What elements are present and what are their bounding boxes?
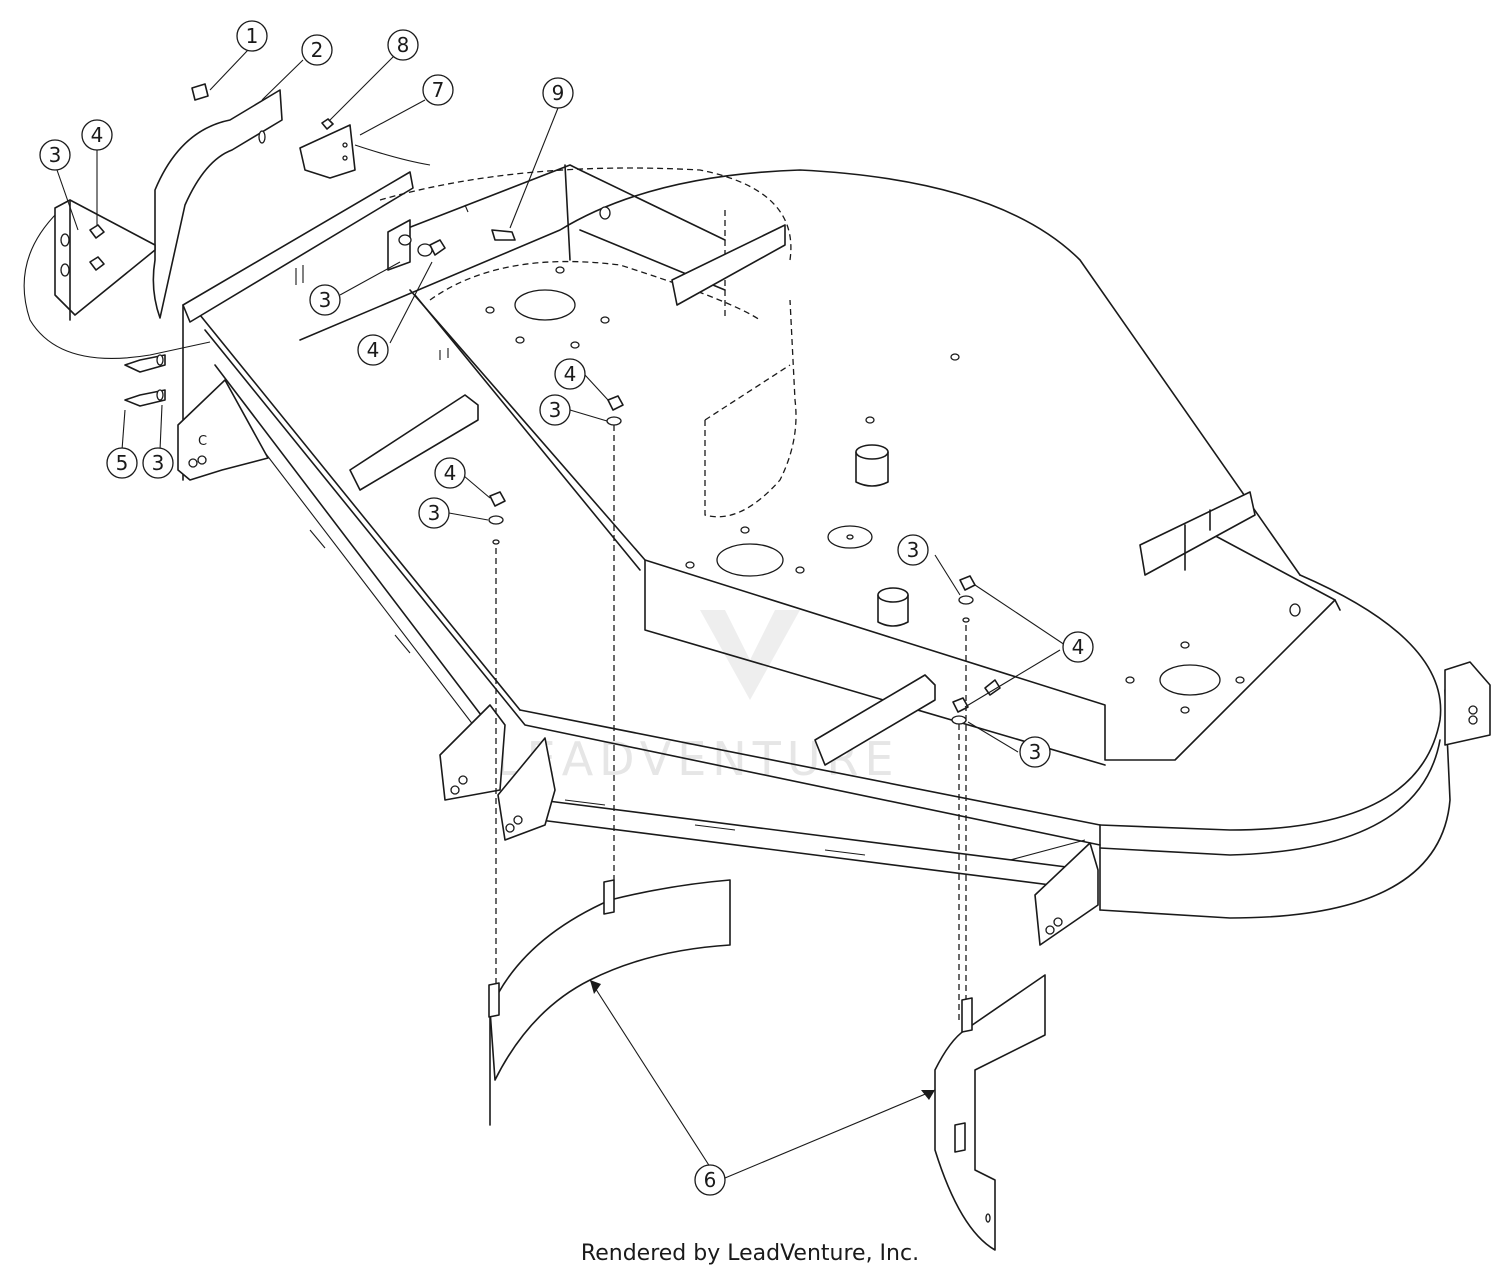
callout-3: 3 [142,447,174,479]
svg-text:4: 4 [444,461,457,485]
svg-text:1: 1 [246,24,259,48]
svg-text:3: 3 [428,501,441,525]
callout-2: 2 [301,34,333,66]
svg-text:4: 4 [564,362,577,386]
callout-4: 4 [554,358,586,390]
wheel-brackets: C [177,379,1491,946]
callout-3: 3 [39,139,71,171]
leader-lines [56,49,1066,1179]
callout-7: 7 [422,74,454,106]
svg-text:C: C [198,434,207,449]
svg-text:3: 3 [907,538,920,562]
svg-text:3: 3 [549,398,562,422]
callout-4: 4 [81,119,113,151]
hardware [488,395,1001,1020]
svg-text:3: 3 [152,451,165,475]
svg-text:3: 3 [319,288,332,312]
svg-text:6: 6 [704,1168,717,1192]
footer-credit: Rendered by LeadVenture, Inc. [580,1241,920,1266]
callout-1: 1 [236,20,268,52]
callout-3: 3 [418,497,450,529]
svg-text:3: 3 [1029,740,1042,764]
callout-8: 8 [387,29,419,61]
svg-text:9: 9 [552,81,565,105]
top-left-detail [23,83,516,407]
callout-4: 4 [434,457,466,489]
svg-text:7: 7 [432,78,445,102]
callout-3: 3 [897,534,929,566]
svg-text:5: 5 [116,451,129,475]
svg-text:3: 3 [49,143,62,167]
callout-3: 3 [539,394,571,426]
callout-9: 9 [542,77,574,109]
watermark: LEADVENTURE [495,610,894,786]
svg-text:4: 4 [1072,635,1085,659]
mower-deck [182,164,1451,919]
svg-text:2: 2 [311,38,324,62]
svg-text:4: 4 [367,338,380,362]
callout-6: 6 [694,1164,726,1196]
callout-4: 4 [1062,631,1094,663]
svg-text:8: 8 [397,33,410,57]
baffle-shields [488,879,1046,1251]
callout-3: 3 [309,284,341,316]
callout-5: 5 [106,447,138,479]
callout-4: 4 [357,334,389,366]
svg-text:4: 4 [91,123,104,147]
callout-3: 3 [1019,736,1051,768]
